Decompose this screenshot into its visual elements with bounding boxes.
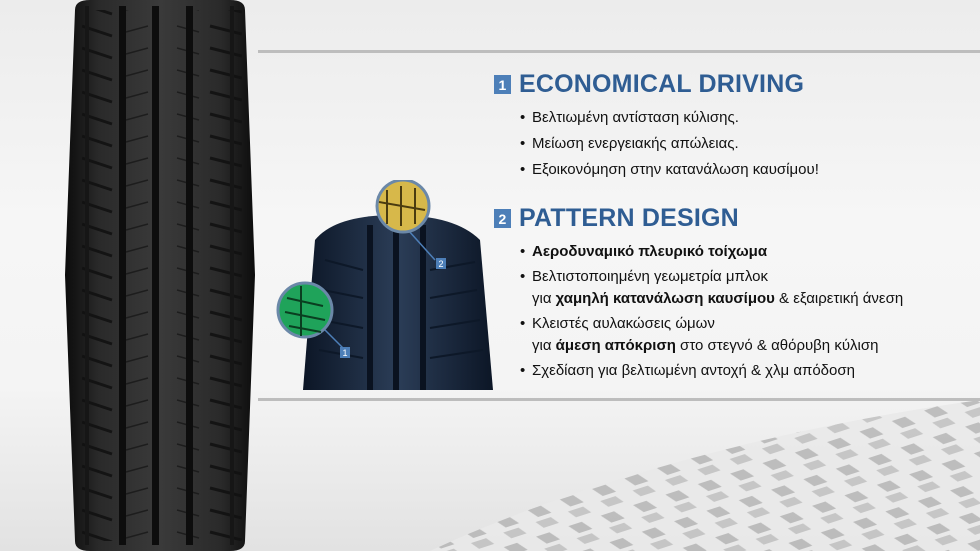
bullet-item: Μείωση ενεργειακής απώλειας. [520,133,819,155]
section-title-economical: 1 ECONOMICAL DRIVING [494,70,804,99]
section-title-pattern: 2 PATTERN DESIGN [494,204,739,233]
bottom-divider [258,398,980,401]
tire-main-image [65,0,255,551]
bullet-item: Βελτιστοποιημένη γεωμετρία μπλοκ για χαμ… [520,266,903,310]
callout-badge-2: 2 [436,258,446,269]
section-title-text: ECONOMICAL DRIVING [519,70,805,98]
bullet-item: Κλειστές αυλακώσεις ώμων για άμεση απόκρ… [520,313,903,357]
bullet-item: Βελτιωμένη αντίσταση κύλισης. [520,107,819,129]
section-number-2: 2 [494,209,511,228]
section-number-1: 1 [494,75,511,94]
pattern-bullets: Αεροδυναμικό πλευρικό τοίχωμα Βελτιστοπο… [520,241,903,385]
tire-small-image [276,180,493,390]
bullet-item: Εξοικονόμηση στην κατανάλωση καυσίμου! [520,159,819,181]
economical-bullets: Βελτιωμένη αντίσταση κύλισης. Μείωση ενε… [520,107,819,185]
bullet-item: Αεροδυναμικό πλευρικό τοίχωμα [520,241,903,263]
section-title-text: PATTERN DESIGN [519,204,739,232]
bullet-item: Σχεδίαση για βελτιωμένη αντοχή & χλμ από… [520,360,903,382]
top-divider [258,50,980,53]
callout-badge-1: 1 [340,347,350,358]
